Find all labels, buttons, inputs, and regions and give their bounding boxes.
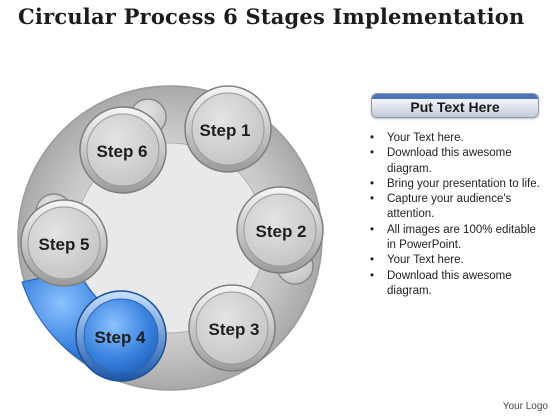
step-4-node[interactable]: Step 4	[75, 290, 167, 382]
step-2-label: Step 2	[255, 222, 306, 241]
bullet-item: All images are 100% editable in PowerPoi…	[370, 223, 548, 254]
bullet-item: Capture your audience's attention.	[370, 192, 548, 223]
header-accent-bar	[372, 94, 538, 99]
bullet-item: Your Text here.	[370, 131, 548, 147]
step-1-label: Step 1	[199, 121, 250, 140]
step-6-node[interactable]: Step 6	[79, 106, 167, 194]
logo-text: Your Logo	[502, 401, 548, 412]
step-2-node[interactable]: Step 2	[236, 186, 324, 274]
step-3-node[interactable]: Step 3	[188, 284, 276, 372]
circular-process-diagram: Step 1 Step 2 Step 3 Step 4 Step 5 Step …	[17, 85, 324, 391]
bullet-list: Your Text here. Download this awesome di…	[370, 131, 548, 299]
page-title: Circular Process 6 Stages Implementation	[18, 4, 525, 29]
bullet-item: Download this awesome diagram.	[370, 146, 548, 177]
bullet-item: Your Text here.	[370, 253, 548, 269]
step-5-node[interactable]: Step 5	[20, 199, 108, 287]
step-6-label: Step 6	[96, 142, 147, 161]
text-panel-header: Put Text Here	[371, 93, 539, 118]
step-3-label: Step 3	[208, 320, 259, 339]
text-panel-title: Put Text Here	[410, 99, 500, 115]
step-4-label: Step 4	[94, 328, 146, 347]
step-1-node[interactable]: Step 1	[184, 85, 272, 173]
bullet-item: Download this awesome diagram.	[370, 269, 548, 300]
step-5-label: Step 5	[38, 235, 89, 254]
bullet-item: Bring your presentation to life.	[370, 177, 548, 193]
